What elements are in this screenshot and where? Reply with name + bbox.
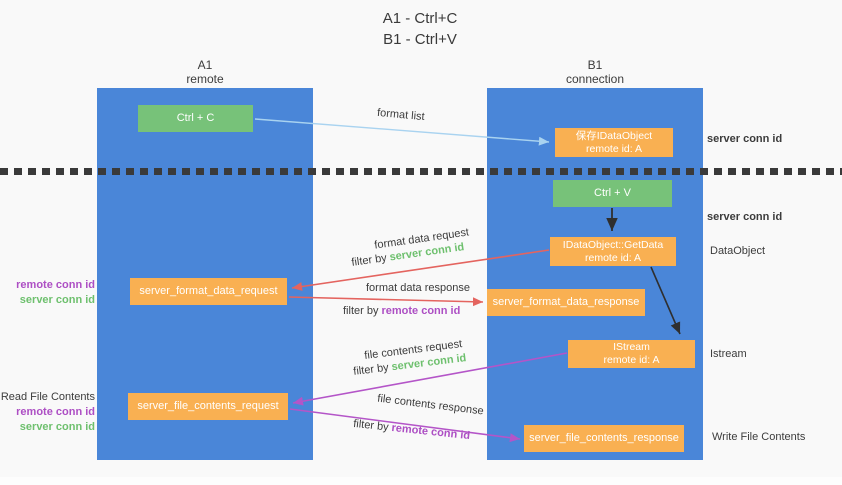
node-istream-line1: IStream [613, 341, 650, 353]
node-server-file-contents-request: server_file_contents_request [128, 393, 288, 420]
node-server-format-data-request: server_format_data_request [130, 278, 287, 305]
label-server-conn-id-left-top: server conn id [19, 294, 95, 306]
remote-conn-id-text: remote conn id [390, 421, 471, 443]
node-istream-line2: remote id: A [603, 354, 660, 366]
diagram-title: A1 - Ctrl+C B1 - Ctrl+V [300, 8, 540, 50]
label-server-conn-id-right-top: server conn id [707, 133, 783, 145]
node-ctrl-c-label: Ctrl + C [176, 112, 215, 124]
filter-by-text: filter by [350, 252, 388, 269]
node-idataobject-getdata: IDataObject::GetData remote id: A [550, 237, 676, 266]
lane-a1-title: A1 [197, 58, 213, 72]
lane-header-b1: B1 connection [487, 58, 703, 86]
node-ctrl-v-label: Ctrl + V [594, 187, 631, 199]
lane-b1-subtitle: connection [565, 72, 625, 86]
node-save-idataobject: 保存IDataObject remote id: A [555, 128, 673, 157]
label-read-file-contents: Read File Contents [0, 391, 95, 403]
node-server-format-data-response-label: server_format_data_response [492, 296, 640, 308]
node-ctrl-c: Ctrl + C [138, 105, 253, 132]
label-dataobject: DataObject [710, 245, 766, 257]
node-ctrl-v: Ctrl + V [553, 180, 672, 207]
label-remote-conn-id-left-bottom: remote conn id [16, 406, 95, 418]
title-line-2: B1 - Ctrl+V [383, 31, 457, 48]
node-save-idataobject-line2: remote id: A [585, 142, 643, 155]
dotted-separator-line [0, 168, 842, 175]
left-conn-id-labels-top: remote conn id server conn id [0, 278, 95, 308]
node-idataobject-getdata-line1: IDataObject::GetData [562, 238, 664, 251]
lane-header-a1: A1 remote [97, 58, 313, 86]
bottom-edge [0, 477, 842, 485]
node-server-format-data-request-label: server_format_data_request [139, 285, 278, 297]
remote-conn-id-text: remote conn id [381, 305, 461, 317]
label-istream: Istream [710, 348, 747, 360]
node-idataobject-getdata-line2: remote id: A [584, 251, 642, 264]
label-server-conn-id-right-mid: server conn id [707, 211, 783, 223]
arrow-format-data-response [288, 296, 484, 307]
node-save-idataobject-line1: 保存IDataObject [575, 129, 653, 142]
lane-a1-subtitle: remote [186, 72, 224, 86]
label-remote-conn-id-left-top: remote conn id [16, 279, 95, 291]
filter-by-text: filter by [343, 305, 379, 317]
label-file-contents-response: file contents response [376, 392, 485, 418]
lane-b1-title: B1 [587, 58, 603, 72]
label-format-list: format list [376, 106, 426, 124]
label-format-data-response: format data response [366, 282, 470, 294]
filter-by-text: filter by [352, 417, 390, 434]
filter-by-text: filter by [352, 361, 390, 378]
node-istream: IStream remote id: A [568, 340, 695, 368]
node-server-file-contents-request-label: server_file_contents_request [137, 400, 279, 412]
node-server-file-contents-response: server_file_contents_response [524, 425, 684, 452]
title-line-1: A1 - Ctrl+C [382, 10, 458, 27]
label-write-file-contents: Write File Contents [712, 431, 806, 443]
label-server-conn-id-left-bottom: server conn id [19, 421, 95, 433]
node-server-file-contents-response-label: server_file_contents_response [529, 432, 679, 444]
left-conn-id-labels-bottom: Read File Contents remote conn id server… [0, 390, 95, 435]
node-server-format-data-response: server_format_data_response [487, 289, 645, 316]
